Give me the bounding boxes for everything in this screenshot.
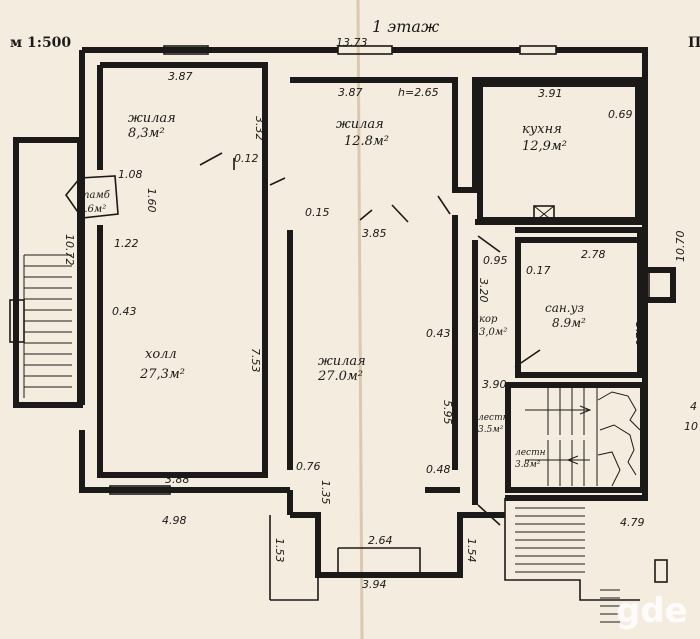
scale-label: м 1:500 [10,35,71,51]
room-label-hall: холл [145,347,177,362]
room-label-bathroom: сан.уз [545,301,584,315]
bathroom-walls [515,237,643,378]
dim-1-54: 1.54 [465,538,478,563]
dim-kitchen-h: 3.20 [633,168,646,193]
room-area-kitchen: 12,9м² [522,139,567,154]
dim-0-12: 0.12 [234,152,259,165]
dim-left-room-w: 3.87 [168,70,193,83]
room-label-living: жилая [318,354,366,369]
door-swings [199,152,541,526]
dim-edge-10: 10 [684,420,698,433]
room-area-stairs-2: 3.8м² [515,460,541,470]
room-label-tambour: тамб [80,190,111,201]
vent-box [533,205,555,223]
dim-1-35: 1.35 [319,480,332,505]
stairwell [505,382,646,493]
dim-right-ext: 10.70 [674,231,687,263]
room-area-corridor: 3,0м² [479,327,507,338]
room-label-bedroom-left: жилая [128,111,176,126]
dim-ceiling-h: h=2.65 [398,86,439,99]
dim-3-90: 3.90 [482,378,507,391]
dim-0-95: 0.95 [483,254,508,267]
paper-fold [356,0,364,639]
dim-0-15: 0.15 [305,206,330,219]
dim-4-98: 4.98 [162,514,187,527]
dim-corr-h: 3.20 [477,278,490,303]
window-marks [109,45,650,495]
dim-hall-w: 3.88 [165,473,190,486]
room-area-bedroom-center: 12.8м² [344,134,389,149]
dim-kitchen-d: 0.69 [608,108,633,121]
room-label-stairs-2: лестн [515,448,546,458]
dim-3-94: 3.94 [362,578,387,591]
edge-label: П [688,35,700,51]
dim-left-room-h: 3.32 [253,116,266,141]
room-label-kitchen: кухня [522,122,562,137]
floor-title: 1 этаж [372,17,440,36]
room-area-tambour: 1.6м² [78,204,106,215]
tambour-walls [64,175,119,219]
dim-living-h: 5.95 [441,400,454,425]
room-label-corridor: кор [479,314,498,325]
dim-0-43-mid: 0.43 [426,327,451,340]
watermark-logo: gde [616,591,688,631]
lower-structure [269,478,668,623]
dim-edge-4: 4 [690,400,697,413]
dim-0-76: 0.76 [296,460,321,473]
dim-1-60: 1.60 [145,188,158,213]
room-label-stairs-1: лестн [478,413,509,423]
dim-top-overall: 13.73 [336,36,368,49]
room-area-living: 27.0м² [317,369,363,384]
dim-left-ext: 10.72 [63,234,76,266]
right-annex [642,267,676,303]
dim-1-53: 1.53 [273,538,286,563]
dim-center-room-w: 3.87 [338,86,363,99]
dim-2-64: 2.64 [368,534,393,547]
room-area-bedroom-left: 8,3м² [128,126,165,141]
dim-1-08: 1.08 [118,168,143,181]
room-area-hall: 27,3м² [139,367,185,382]
room-area-bathroom: 8.9м² [552,316,586,330]
dim-0-43-left: 0.43 [112,305,137,318]
dim-3-85: 3.85 [362,227,387,240]
dim-1-22: 1.22 [114,237,139,250]
dim-4-79: 4.79 [620,516,645,529]
room-label-bedroom-center: жилая [336,117,384,132]
kitchen-walls [477,81,641,223]
room-area-stairs-1: 3.5м² [478,425,504,435]
dim-hall-h: 7.53 [249,348,262,373]
dim-bath-h: 5.20 [633,322,646,347]
left-annex [9,137,83,408]
dim-0-17: 0.17 [526,264,551,277]
dim-2-78: 2.78 [581,248,606,261]
dim-kitchen-w: 3.91 [538,87,563,100]
dim-0-48: 0.48 [426,463,451,476]
